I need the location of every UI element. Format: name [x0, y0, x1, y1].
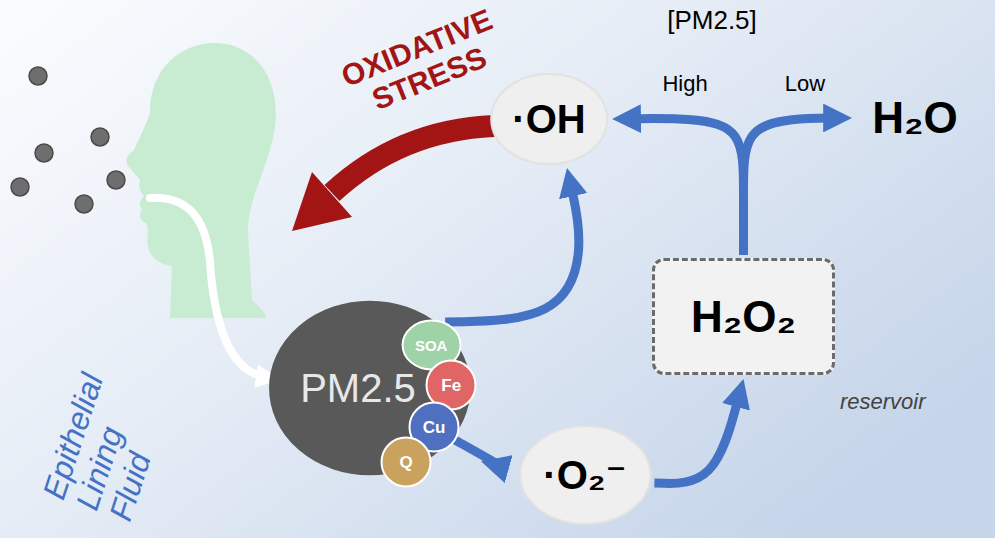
reservoir-box: H₂O₂ [652, 258, 835, 375]
airway-arrow [150, 198, 268, 378]
product-text: H₂O [858, 88, 972, 148]
reaction-arrow [453, 439, 500, 467]
node-label: Q [400, 454, 413, 471]
component-circle: Q [381, 437, 431, 487]
radical-circle: ·OH [490, 73, 608, 165]
node-ellipse [520, 426, 650, 524]
reaction-arrow [445, 186, 579, 322]
node-label: Fe [441, 377, 461, 394]
reaction-arrow [630, 119, 743, 255]
node-label: ·OH [512, 99, 585, 139]
particles [11, 67, 125, 213]
node-label: PM2.5 [300, 368, 416, 408]
node-label: SOA [415, 338, 448, 353]
node-ellipse [382, 438, 431, 487]
level-label: High [652, 72, 718, 96]
level-label: Low [775, 72, 835, 96]
particle-circle: PM2.5 SOA FeCuQ [268, 300, 472, 476]
reaction-arrow [744, 118, 835, 255]
human-head-silhouette [126, 43, 275, 318]
radical-circle: ·O₂⁻ [519, 425, 652, 525]
node-label: H₂O [872, 96, 958, 140]
note-label: reservoir [840, 390, 944, 414]
node-ellipse [491, 74, 607, 164]
oxidative-stress-arrow [292, 126, 494, 231]
node-label: Cu [423, 419, 446, 436]
reaction-arrow [654, 396, 738, 483]
node-label: ·O₂⁻ [543, 455, 626, 495]
node-label: H₂O₂ [691, 295, 796, 339]
axis-label: [PM2.5] [660, 6, 764, 35]
